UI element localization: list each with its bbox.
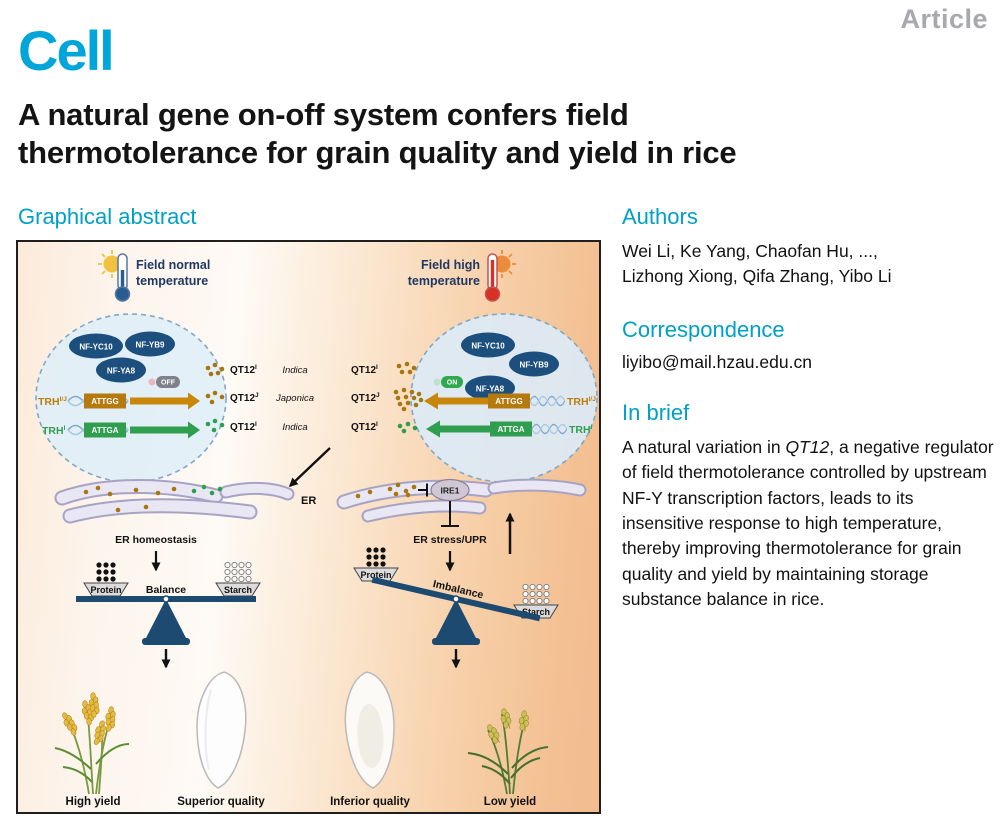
superior-grain bbox=[196, 671, 247, 789]
expression-arrow-green-left bbox=[130, 421, 200, 439]
svg-text:QT12I: QT12I bbox=[230, 364, 257, 376]
svg-text:TRHI/J: TRHI/J bbox=[567, 396, 596, 408]
field-normal-label-line2: temperature bbox=[136, 274, 208, 288]
gene-row-trh-ij-left: TRHI/J ATTGG bbox=[38, 392, 200, 410]
attgg-motif-right: ATTGG bbox=[495, 397, 522, 406]
graphical-abstract-svg: Field normal temperature Field high temp… bbox=[35, 250, 598, 808]
title-line1: A natural gene on-off system confers fie… bbox=[18, 97, 629, 132]
nf-yc10-label-right: NF-YC10 bbox=[471, 342, 505, 351]
attga-motif-left: ATTGA bbox=[92, 426, 119, 435]
er-label: ER bbox=[301, 495, 316, 507]
in-brief-pre: A natural variation in bbox=[622, 436, 786, 457]
nf-yb9-label: NF-YB9 bbox=[136, 341, 165, 350]
gene-row-trh-i-right: ATTGA TRHI bbox=[426, 420, 593, 438]
graphical-abstract-heading: Graphical abstract bbox=[18, 204, 197, 229]
svg-text:QT12I: QT12I bbox=[351, 421, 378, 433]
protein-pan-label: Protein bbox=[90, 585, 121, 595]
nf-yc10-label: NF-YC10 bbox=[79, 343, 113, 352]
on-label: ON bbox=[447, 380, 458, 387]
inferior-grain bbox=[344, 671, 395, 789]
correspondence-section: Correspondence liyibo@mail.hzau.edu.cn bbox=[622, 317, 994, 373]
nf-yb9-label-right: NF-YB9 bbox=[520, 361, 549, 370]
variety-japonica: Japonica bbox=[275, 393, 314, 404]
starch-pan-label-right: Starch bbox=[522, 607, 550, 617]
variety-indica-1: Indica bbox=[282, 365, 307, 376]
field-high-label-line1: Field high bbox=[421, 258, 480, 272]
balance-label: Balance bbox=[146, 584, 186, 596]
correspondence-email[interactable]: liyibo@mail.hzau.edu.cn bbox=[622, 351, 812, 372]
high-yield-plant bbox=[54, 691, 130, 795]
authors-section: Authors Wei Li, Ke Yang, Chaofan Hu, ...… bbox=[622, 204, 994, 290]
journal-logo: Cell bbox=[18, 19, 115, 82]
graphical-abstract-figure: Field normal temperature Field high temp… bbox=[16, 240, 601, 814]
expression-arrow-orange-right bbox=[424, 392, 488, 410]
title-line2: thermotolerance for grain quality and yi… bbox=[18, 135, 737, 171]
nf-ya8-label-right: NF-YA8 bbox=[476, 385, 505, 394]
protein-pan-label-right: Protein bbox=[360, 570, 391, 580]
authors-names: Wei Li, Ke Yang, Chaofan Hu, ..., Lizhon… bbox=[622, 239, 994, 290]
qt12-row-3: QT12I Indica QT12I bbox=[205, 418, 418, 434]
thermometer-normal-icon bbox=[114, 253, 131, 302]
imbalance-scale: Protein Starch Imbalance bbox=[353, 547, 559, 645]
svg-text:TRHI: TRHI bbox=[569, 424, 593, 436]
variety-indica-2: Indica bbox=[282, 422, 307, 433]
expression-arrow-orange-left bbox=[130, 392, 200, 410]
authors-heading: Authors bbox=[622, 204, 698, 229]
qt12-row-2: QT12J Japonica QT12J bbox=[205, 387, 424, 412]
inferior-quality-label: Inferior quality bbox=[330, 796, 410, 808]
off-label: OFF bbox=[161, 380, 176, 387]
qt12-row-1: QT12I Indica QT12I bbox=[205, 361, 417, 377]
svg-text:QT12I: QT12I bbox=[351, 364, 378, 376]
low-yield-label: Low yield bbox=[484, 796, 536, 808]
arrow-to-er bbox=[288, 447, 331, 488]
gene-row-trh-ij-right: ATTGG TRHI/J bbox=[424, 392, 596, 410]
svg-text:QT12J: QT12J bbox=[351, 392, 380, 404]
er-homeostasis-label: ER homeostasis bbox=[115, 534, 197, 546]
er-right: IRE1 bbox=[336, 478, 587, 527]
starch-pan-label: Starch bbox=[224, 585, 252, 595]
nf-ya8-label: NF-YA8 bbox=[107, 367, 136, 376]
ire1-label: IRE1 bbox=[441, 486, 460, 496]
authors-line2: Lizhong Xiong, Qifa Zhang, Yibo Li bbox=[622, 266, 892, 287]
svg-text:QT12I: QT12I bbox=[230, 421, 257, 433]
correspondence-heading: Correspondence bbox=[622, 316, 785, 342]
field-high-label-line2: temperature bbox=[408, 274, 480, 288]
er-stress-label: ER stress/UPR bbox=[413, 534, 487, 546]
er-left: ER bbox=[54, 479, 316, 524]
in-brief-section: In brief A natural variation in QT12, a … bbox=[622, 400, 994, 613]
in-brief-text: A natural variation in QT12, a negative … bbox=[622, 435, 994, 613]
attgg-motif-left: ATTGG bbox=[91, 397, 118, 406]
on-switch-badge: ON bbox=[433, 376, 463, 388]
paper-title: A natural gene on-off system confers fie… bbox=[18, 96, 878, 172]
expression-arrow-green-right bbox=[426, 420, 490, 438]
svg-text:TRHI/J: TRHI/J bbox=[38, 396, 67, 408]
superior-quality-label: Superior quality bbox=[177, 796, 265, 808]
in-brief-heading: In brief bbox=[622, 399, 690, 425]
in-brief-post: , a negative regulator of field thermoto… bbox=[622, 436, 994, 609]
svg-text:TRHI: TRHI bbox=[42, 425, 66, 437]
high-yield-label: High yield bbox=[66, 796, 121, 808]
off-switch-badge: OFF bbox=[148, 376, 180, 388]
svg-text:QT12J: QT12J bbox=[230, 392, 259, 404]
nf-complex-left: NF-YC10 NF-YB9 NF-YA8 bbox=[69, 331, 175, 383]
field-normal-label-line1: Field normal bbox=[136, 258, 210, 272]
authors-line1: Wei Li, Ke Yang, Chaofan Hu, ..., bbox=[622, 241, 878, 261]
article-type-badge: Article bbox=[900, 4, 988, 34]
in-brief-gene: QT12 bbox=[785, 436, 830, 457]
low-yield-plant bbox=[467, 707, 549, 795]
thermometer-high-icon bbox=[484, 253, 501, 302]
gene-row-trh-i-left: TRHI ATTGA bbox=[42, 421, 200, 439]
balance-scale: Protein Starch Balance bbox=[76, 561, 261, 645]
attga-motif-right: ATTGA bbox=[498, 425, 525, 434]
info-column: Authors Wei Li, Ke Yang, Chaofan Hu, ...… bbox=[622, 204, 994, 639]
